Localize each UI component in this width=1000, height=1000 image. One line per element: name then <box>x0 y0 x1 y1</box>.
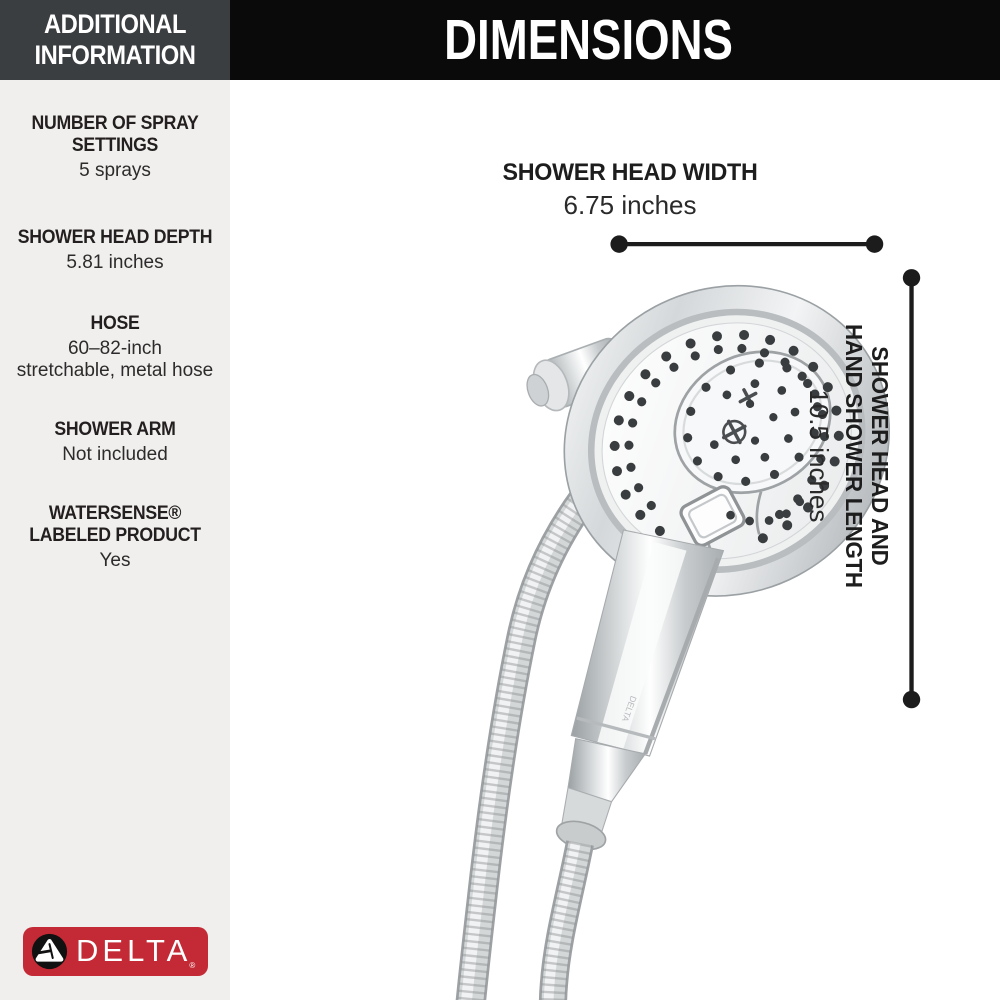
width-dimension-line <box>610 235 884 253</box>
spec-value: 5.81 inches <box>66 252 164 274</box>
spec-watersense: WATERSENSE® LABELED PRODUCT Yes <box>0 503 230 572</box>
width-label: SHOWER HEAD WIDTH <box>502 159 758 186</box>
sidebar-header-line1: ADDITIONAL <box>43 8 187 39</box>
spec-value-line1: 60–82-inch <box>67 338 163 360</box>
product-image: DELTA <box>230 235 921 1000</box>
spec-shower-arm: SHOWER ARM Not included <box>0 419 230 466</box>
spec-value: 5 sprays <box>79 160 151 182</box>
spec-value-line2: stretchable, metal hose <box>16 360 214 382</box>
delta-logo-text: DELTA <box>76 932 192 968</box>
sidebar-header: ADDITIONAL INFORMATION <box>0 0 230 80</box>
spec-label: WATERSENSE® LABELED PRODUCT <box>29 503 201 547</box>
length-dimension-line <box>902 269 921 709</box>
spec-label: HOSE <box>90 313 140 334</box>
length-label-line1: SHOWER HEAD AND <box>866 346 893 566</box>
length-value: 10.5 inches <box>804 389 835 523</box>
page-title: DIMENSIONS <box>444 8 734 72</box>
length-label-line2: HAND SHOWER LENGTH <box>840 324 867 588</box>
delta-logo: DELTA ® <box>23 927 208 976</box>
registered-mark: ® <box>189 961 196 970</box>
hose-right <box>549 843 580 1000</box>
spec-value: Yes <box>99 550 131 572</box>
spec-label: SHOWER ARM <box>54 419 176 440</box>
diagram-canvas: DELTA SHOWER HEAD WIDTH <box>230 80 1000 1000</box>
delta-triangle-icon <box>31 933 68 970</box>
handle: DELTA <box>555 529 725 851</box>
spec-spray-settings: NUMBER OF SPRAY SETTINGS 5 sprays <box>0 113 230 182</box>
dimensions-title-bar: DIMENSIONS <box>230 0 1000 80</box>
spec-hose: HOSE 60–82-inch stretchable, metal hose <box>0 313 230 382</box>
width-dimension-label: SHOWER HEAD WIDTH 6.75 inches <box>430 159 830 220</box>
width-value: 6.75 inches <box>563 189 697 220</box>
spec-label: NUMBER OF SPRAY SETTINGS <box>31 113 199 157</box>
spec-label: SHOWER HEAD DEPTH <box>17 227 213 248</box>
sidebar: ADDITIONAL INFORMATION NUMBER OF SPRAY S… <box>0 0 230 1000</box>
spec-value: Not included <box>62 444 168 466</box>
nozzle-dots <box>609 330 844 544</box>
length-dimension-label: SHOWER HEAD AND HAND SHOWER LENGTH 10.5 … <box>803 291 893 621</box>
sidebar-header-line2: INFORMATION <box>34 40 196 70</box>
shower-head <box>563 284 890 597</box>
spec-head-depth: SHOWER HEAD DEPTH 5.81 inches <box>0 227 230 274</box>
